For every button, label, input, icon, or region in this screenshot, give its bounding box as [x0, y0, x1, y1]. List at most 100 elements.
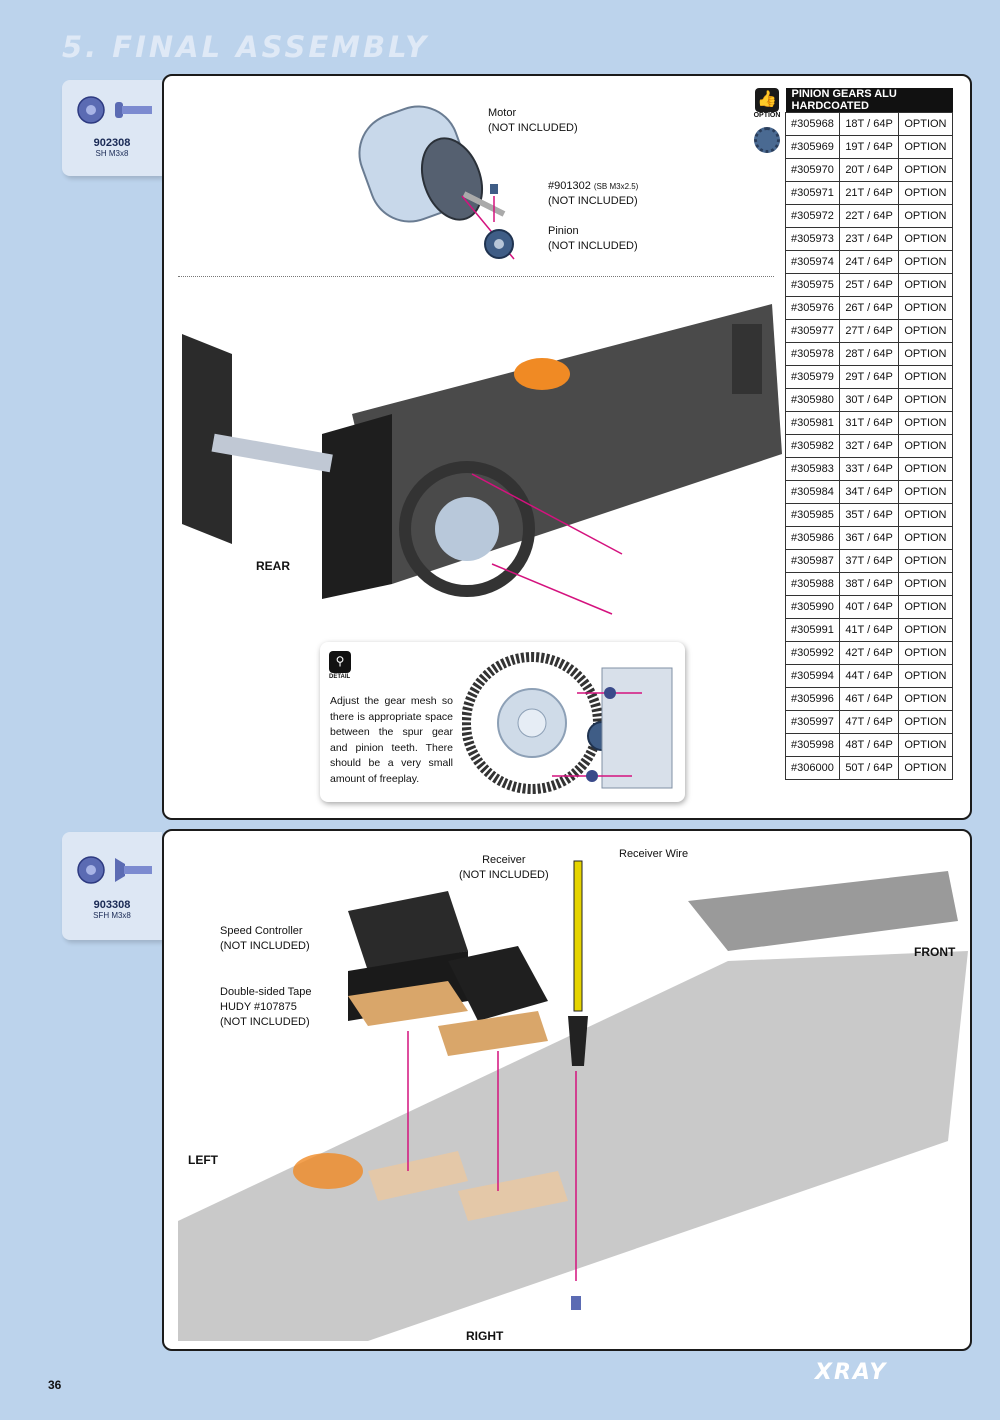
status-cell: OPTION [898, 641, 953, 665]
teeth-pitch-cell: 22T / 64P [839, 204, 900, 228]
part-number-cell: #305972 [784, 204, 841, 228]
brand-logo: XRAY [815, 1360, 888, 1385]
status-cell: OPTION [898, 549, 953, 573]
teeth-pitch-cell: 33T / 64P [839, 457, 900, 481]
part-number-cell: #305997 [784, 710, 841, 734]
detail-text: Adjust the gear mesh so there is appropr… [330, 695, 453, 785]
tape-label: Double-sided Tape [220, 986, 312, 998]
status-cell: OPTION [898, 756, 953, 780]
pinion-label: Pinion [548, 225, 579, 237]
status-cell: OPTION [898, 503, 953, 527]
teeth-pitch-cell: 37T / 64P [839, 549, 900, 573]
motor-label: Motor [488, 107, 517, 119]
screw-icon [77, 96, 152, 124]
part-number-cell: #305977 [784, 319, 841, 343]
status-cell: OPTION [898, 296, 953, 320]
teeth-pitch-cell: 35T / 64P [839, 503, 900, 527]
speed-controller-callout: Speed Controller (NOT INCLUDED) [220, 924, 310, 954]
direction-front-label: FRONT [914, 945, 956, 959]
direction-right-label: RIGHT [466, 1329, 504, 1343]
teeth-pitch-cell: 20T / 64P [839, 158, 900, 182]
status-cell: OPTION [898, 273, 953, 297]
part-number-cell: #305994 [784, 664, 841, 688]
status-cell: OPTION [898, 595, 953, 619]
thumbs-up-icon: 👍 [755, 88, 779, 112]
receiver-wire-label: Receiver Wire [619, 848, 689, 860]
part-number-cell: #305981 [784, 411, 841, 435]
part-number-cell: #305975 [784, 273, 841, 297]
part-number-cell: #305987 [784, 549, 841, 573]
teeth-pitch-cell: 44T / 64P [839, 664, 900, 688]
countersunk-screw-icon [77, 856, 152, 884]
section-divider [178, 276, 774, 277]
motor-callout: Motor (NOT INCLUDED) [488, 106, 578, 136]
detail-badge-label: DETAIL [329, 674, 351, 680]
teeth-pitch-cell: 32T / 64P [839, 434, 900, 458]
screw-callout: #901302 (SB M3x2.5) (NOT INCLUDED) [548, 179, 638, 209]
status-cell: OPTION [898, 526, 953, 550]
part-number-cell: #305986 [784, 526, 841, 550]
part-card-2: 903308 SFH M3x8 [62, 832, 162, 940]
status-cell: OPTION [898, 135, 953, 159]
part-number-cell: #305998 [784, 733, 841, 757]
status-cell: OPTION [898, 434, 953, 458]
receiver-note: (NOT INCLUDED) [459, 869, 549, 881]
status-cell: OPTION [898, 365, 953, 389]
teeth-pitch-cell: 28T / 64P [839, 342, 900, 366]
teeth-pitch-cell: 18T / 64P [839, 112, 900, 136]
teeth-pitch-cell: 29T / 64P [839, 365, 900, 389]
part-code: 903308 [93, 899, 131, 911]
motor-note: (NOT INCLUDED) [488, 122, 578, 134]
part-number-cell: #305992 [784, 641, 841, 665]
part-number-cell: #305978 [784, 342, 841, 366]
status-cell: OPTION [898, 480, 953, 504]
chassis-electronics-illustration [178, 860, 968, 1341]
receiver-callout: Receiver (NOT INCLUDED) [459, 853, 549, 883]
part-number-cell: #305979 [784, 365, 841, 389]
screw-spec: (SB M3x2.5) [593, 182, 639, 191]
step-2-panel: Receiver (NOT INCLUDED) Receiver Wire Sp… [162, 829, 972, 1351]
teeth-pitch-cell: 38T / 64P [839, 572, 900, 596]
teeth-pitch-cell: 19T / 64P [839, 135, 900, 159]
tape-note: (NOT INCLUDED) [220, 1016, 310, 1028]
screw-note: (NOT INCLUDED) [548, 195, 638, 207]
teeth-pitch-cell: 30T / 64P [839, 388, 900, 412]
teeth-pitch-cell: 41T / 64P [839, 618, 900, 642]
part-number-cell: #305970 [784, 158, 841, 182]
status-cell: OPTION [898, 618, 953, 642]
tape-callout: Double-sided Tape HUDY #107875 (NOT INCL… [220, 985, 312, 1030]
direction-left-label: LEFT [188, 1153, 218, 1167]
part-number-cell: #305973 [784, 227, 841, 251]
teeth-pitch-cell: 50T / 64P [839, 756, 900, 780]
motor-pinion-illustration [358, 105, 515, 260]
tape-spec: HUDY #107875 [220, 1001, 297, 1013]
part-number-cell: #305971 [784, 181, 841, 205]
speed-controller-note: (NOT INCLUDED) [220, 940, 310, 952]
teeth-pitch-cell: 31T / 64P [839, 411, 900, 435]
status-cell: OPTION [898, 204, 953, 228]
teeth-pitch-cell: 46T / 64P [839, 687, 900, 711]
part-number-cell: #305969 [784, 135, 841, 159]
status-cell: OPTION [898, 158, 953, 182]
teeth-pitch-cell: 23T / 64P [839, 227, 900, 251]
receiver-label: Receiver [482, 854, 526, 866]
part-number-cell: #305996 [784, 687, 841, 711]
part-card-1: 902308 SH M3x8 [62, 80, 162, 176]
